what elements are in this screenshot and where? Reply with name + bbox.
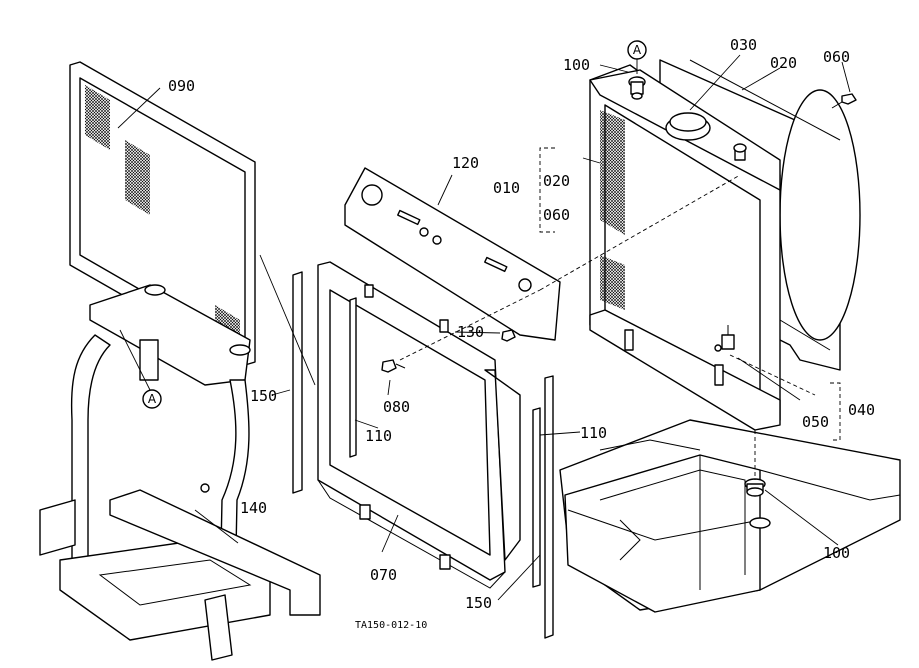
dust-screen [69,61,256,366]
label-140: 140 [240,499,267,517]
label-060-top: 060 [823,48,850,66]
label-050: 050 [802,413,829,431]
label-060-brace: 060 [543,206,570,224]
grommet-bottom [744,478,766,497]
screen-stand [39,284,321,661]
seal-strip-right [532,407,541,588]
seal-150-left [292,271,303,494]
ref-a-left: A [142,389,162,409]
svg-text:A: A [148,392,157,406]
cover-plate [344,167,561,341]
label-100-bottom: 100 [823,544,850,562]
label-100-top: 100 [563,56,590,74]
ref-a-top: A [627,40,647,74]
chassis-frame [559,419,901,613]
label-120: 120 [452,154,479,172]
label-070: 070 [370,566,397,584]
drawing-code: TA150-012-10 [355,620,427,631]
label-040: 040 [848,401,875,419]
bolt-060 [831,93,857,109]
radiator-frame [317,261,521,589]
grommet-top [628,76,646,100]
label-020-top: 020 [770,54,797,72]
bolt-080 [381,359,406,373]
label-020-brace: 020 [543,172,570,190]
seal-strip-left [349,297,357,458]
label-110-left: 110 [365,427,392,445]
label-090: 090 [168,77,195,95]
label-150-bottom: 150 [465,594,492,612]
label-110-right: 110 [580,424,607,442]
leader-lines [117,54,851,601]
bolt-130 [501,329,516,342]
label-130: 130 [457,323,484,341]
radiator-cap [665,112,747,161]
drain-cock [714,325,735,352]
label-030: 030 [730,36,757,54]
seal-150-bottom [544,375,554,639]
svg-text:A: A [633,43,642,57]
label-010: 010 [493,179,520,197]
label-150-left: 150 [250,387,277,405]
label-080: 080 [383,398,410,416]
part-labels: 090 120 010 020 060 100 030 020 060 130 … [168,36,875,631]
